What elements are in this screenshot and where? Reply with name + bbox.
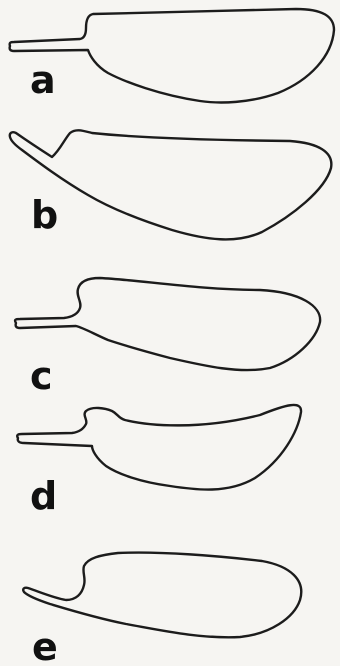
panel-letter-b: b — [31, 193, 58, 237]
panel-b: b — [10, 130, 332, 239]
panel-letter-a: a — [30, 58, 56, 102]
panel-d: d — [17, 405, 301, 518]
panel-letter-d: d — [30, 474, 57, 518]
panel-c: c — [15, 278, 320, 398]
outline-d — [17, 405, 301, 490]
outline-a — [10, 9, 334, 102]
panel-a: a — [10, 9, 334, 102]
outline-e — [23, 553, 301, 638]
outline-c — [15, 278, 320, 370]
panel-e: e — [23, 553, 301, 666]
panel-letter-e: e — [32, 625, 58, 666]
panel-letter-c: c — [30, 354, 53, 398]
